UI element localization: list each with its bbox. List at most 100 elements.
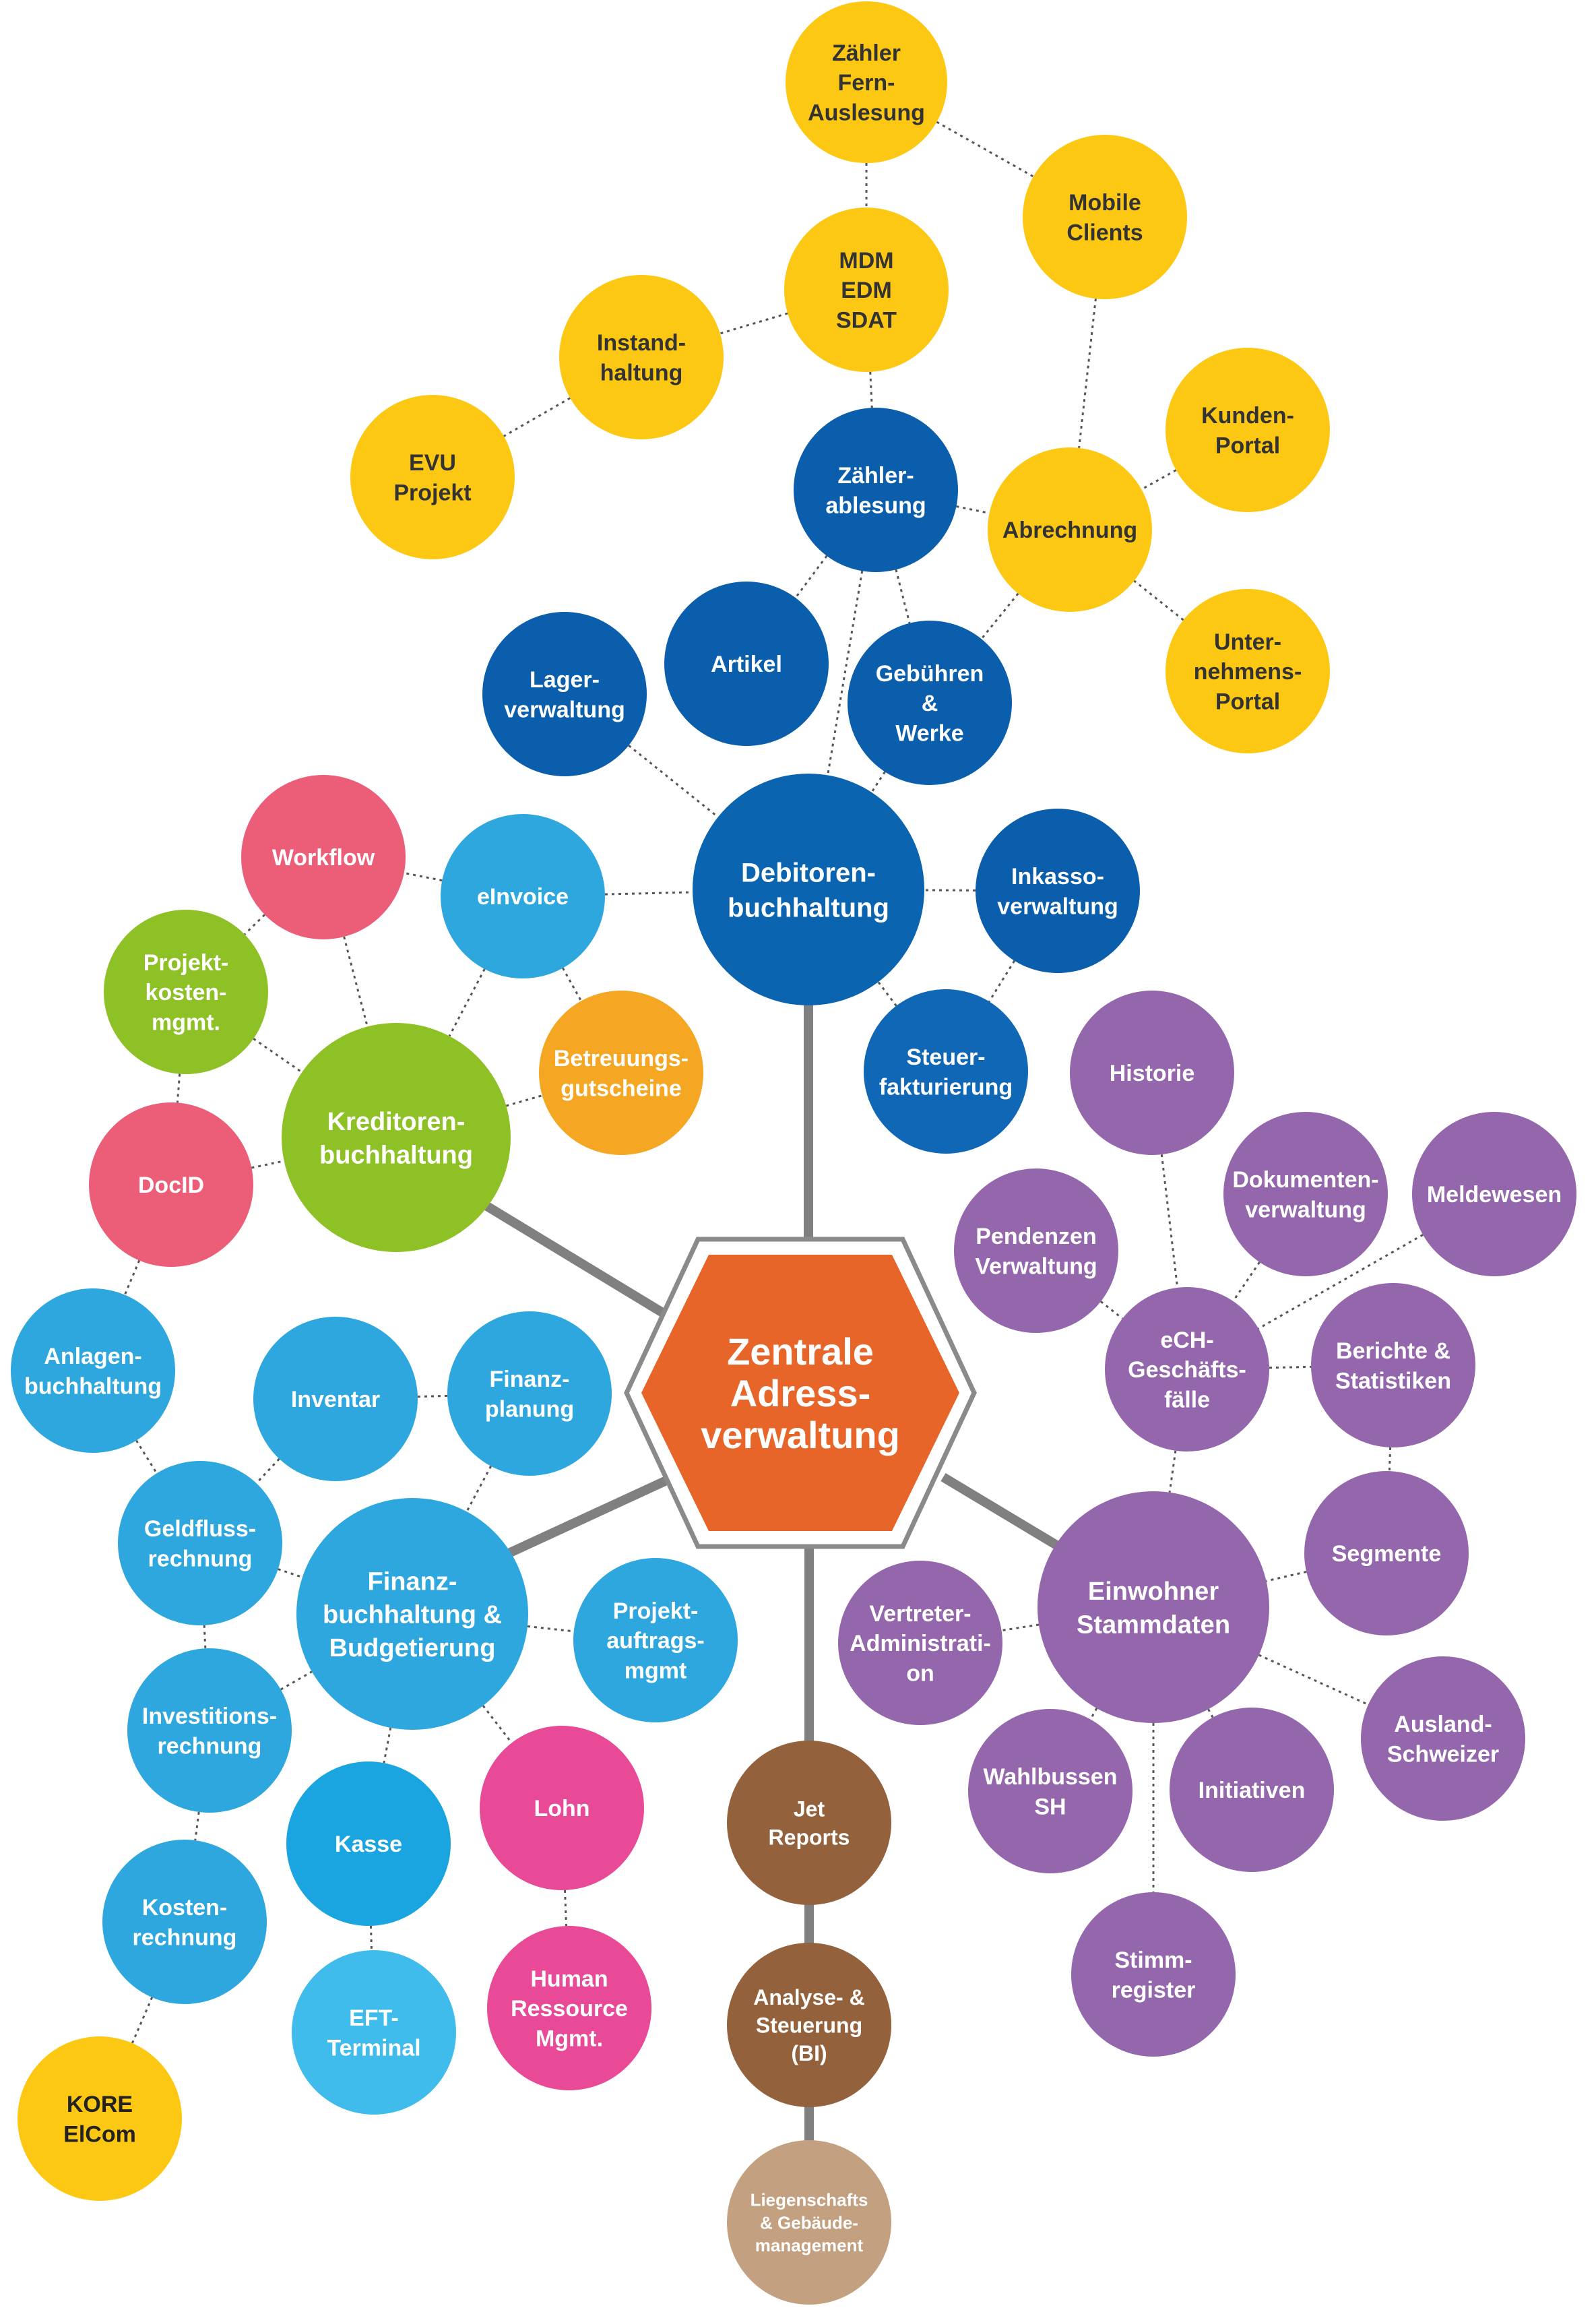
node-circle — [838, 1561, 1002, 1725]
node-meldewesen[interactable]: Meldewesen — [1412, 1112, 1576, 1276]
node-label-line: gutscheine — [561, 1075, 681, 1101]
node-zaehlerablesung[interactable]: Zähler-ablesung — [794, 408, 958, 572]
node-debitorenbuchhaltung[interactable]: Debitoren-buchhaltung — [693, 774, 924, 1005]
dotted-connector — [564, 1890, 567, 1927]
node-kasse[interactable]: Kasse — [286, 1761, 451, 1926]
node-analyse-steuerung[interactable]: Analyse- &Steuerung(BI) — [727, 1943, 891, 2107]
node-label: Inkasso-verwaltung — [997, 864, 1118, 919]
node-anlagenbuchhaltung[interactable]: Anlagen-buchhaltung — [11, 1288, 175, 1453]
node-berichte-statistiken[interactable]: Berichte &Statistiken — [1311, 1283, 1475, 1447]
node-einvoice[interactable]: eInvoice — [441, 814, 605, 978]
node-liegenschafts[interactable]: Liegenschafts& Gebäude-management — [727, 2140, 891, 2305]
node-label: Historie — [1110, 1061, 1195, 1086]
node-circle — [1166, 589, 1330, 753]
node-label-line: Betreuungs- — [554, 1046, 689, 1071]
node-ausland-schweizer[interactable]: Ausland-Schweizer — [1361, 1656, 1525, 1821]
node-label-line: Steuer- — [906, 1044, 985, 1070]
node-vertreter-admin[interactable]: Vertreter-Administrati-on — [838, 1561, 1002, 1725]
node-kostenrechnung[interactable]: Kosten-rechnung — [102, 1840, 267, 2004]
node-lagerverwaltung[interactable]: Lager-verwaltung — [482, 612, 647, 776]
node-label: Kasse — [335, 1832, 402, 1857]
node-inventar[interactable]: Inventar — [253, 1317, 418, 1481]
dotted-connector — [877, 981, 897, 1007]
main-connector — [462, 1189, 673, 1321]
node-label-line: (BI) — [791, 2041, 827, 2065]
node-inkassoverwaltung[interactable]: Inkasso-verwaltung — [976, 809, 1140, 973]
node-finanzplanung[interactable]: Finanz-planung — [447, 1311, 612, 1476]
node-label-line: DocID — [138, 1173, 204, 1198]
dotted-connector — [466, 1465, 492, 1512]
node-circle — [1223, 1112, 1388, 1276]
node-label: EFT-Terminal — [327, 2005, 420, 2061]
node-geldflussrechnung[interactable]: Geldfluss-rechnung — [118, 1461, 282, 1625]
node-docid[interactable]: DocID — [89, 1102, 253, 1267]
node-label-line: Investitions- — [142, 1704, 277, 1729]
node-abrechnung[interactable]: Abrechnung — [988, 447, 1152, 612]
hub-label-line: verwaltung — [701, 1414, 900, 1456]
node-label-line: planung — [485, 1396, 574, 1422]
node-label: Steuer-fakturierung — [879, 1044, 1013, 1100]
node-projektkosten[interactable]: Projekt-kosten-mgmt. — [104, 910, 268, 1074]
node-lohn[interactable]: Lohn — [480, 1726, 644, 1890]
main-connector — [507, 1472, 676, 1558]
node-steuerfakturierung[interactable]: Steuer-fakturierung — [864, 989, 1028, 1154]
node-label: Zähler-ablesung — [825, 463, 926, 518]
dotted-connector — [628, 745, 719, 818]
dotted-connector — [131, 1997, 154, 2044]
node-investitionsrechnung[interactable]: Investitions-rechnung — [127, 1648, 292, 1813]
node-stimmregister[interactable]: Stimm-register — [1071, 1892, 1236, 2057]
node-circle — [286, 1761, 451, 1926]
dotted-connector — [482, 1705, 513, 1744]
node-label: eInvoice — [477, 884, 569, 910]
node-dokumentenverwaltung[interactable]: Dokumenten-verwaltung — [1223, 1112, 1388, 1276]
node-kunden-portal[interactable]: Kunden-Portal — [1166, 348, 1330, 512]
node-label-line: Projekt- — [613, 1598, 699, 1624]
node-gebuehren-werke[interactable]: Gebühren&Werke — [848, 621, 1012, 785]
node-label-line: mgmt — [625, 1658, 687, 1683]
node-label-line: verwaltung — [1245, 1197, 1366, 1222]
node-instandhaltung[interactable]: Instand-haltung — [559, 275, 724, 439]
node-label-line: buchhaltung — [319, 1141, 473, 1169]
node-unternehmens-portal[interactable]: Unter-nehmens-Portal — [1166, 589, 1330, 753]
node-label-line: EVU — [409, 450, 456, 476]
node-circle — [727, 1943, 891, 2107]
node-finanzbuchhaltung[interactable]: Finanz-buchhaltung &Budgetierung — [296, 1498, 528, 1730]
node-label-line: Liegenschafts — [751, 2190, 868, 2210]
node-circle — [1361, 1656, 1525, 1821]
dotted-connector — [720, 312, 788, 335]
dotted-connector — [280, 1671, 313, 1691]
dotted-connector — [895, 569, 911, 624]
node-label-line: buchhaltung — [24, 1373, 162, 1399]
node-label-line: Artikel — [711, 652, 782, 677]
node-circle — [968, 1709, 1132, 1873]
node-eft-terminal[interactable]: EFT-Terminal — [292, 1950, 456, 2115]
node-projektauftrag[interactable]: Projekt-auftrags-mgmt — [573, 1558, 738, 1722]
node-kreditorenbuchhaltung[interactable]: Kreditoren-buchhaltung — [282, 1023, 511, 1252]
node-label-line: eInvoice — [477, 884, 569, 910]
node-circle — [118, 1461, 282, 1625]
node-label-line: Abrechnung — [1002, 518, 1137, 543]
node-circle — [11, 1288, 175, 1453]
node-betreuungsgutscheine[interactable]: Betreuungs-gutscheine — [539, 991, 703, 1155]
node-ech-geschaeftsfaelle[interactable]: eCH-Geschäfts-fälle — [1105, 1287, 1269, 1451]
node-initiativen[interactable]: Initiativen — [1170, 1708, 1334, 1872]
node-label: Segmente — [1332, 1541, 1442, 1567]
node-workflow[interactable]: Workflow — [241, 775, 406, 939]
node-label: Stimm-register — [1112, 1947, 1196, 2003]
node-label: Geldfluss-rechnung — [144, 1516, 256, 1571]
node-segmente[interactable]: Segmente — [1304, 1471, 1469, 1635]
node-artikel[interactable]: Artikel — [664, 582, 829, 746]
node-historie[interactable]: Historie — [1070, 991, 1234, 1155]
node-circle — [1311, 1283, 1475, 1447]
